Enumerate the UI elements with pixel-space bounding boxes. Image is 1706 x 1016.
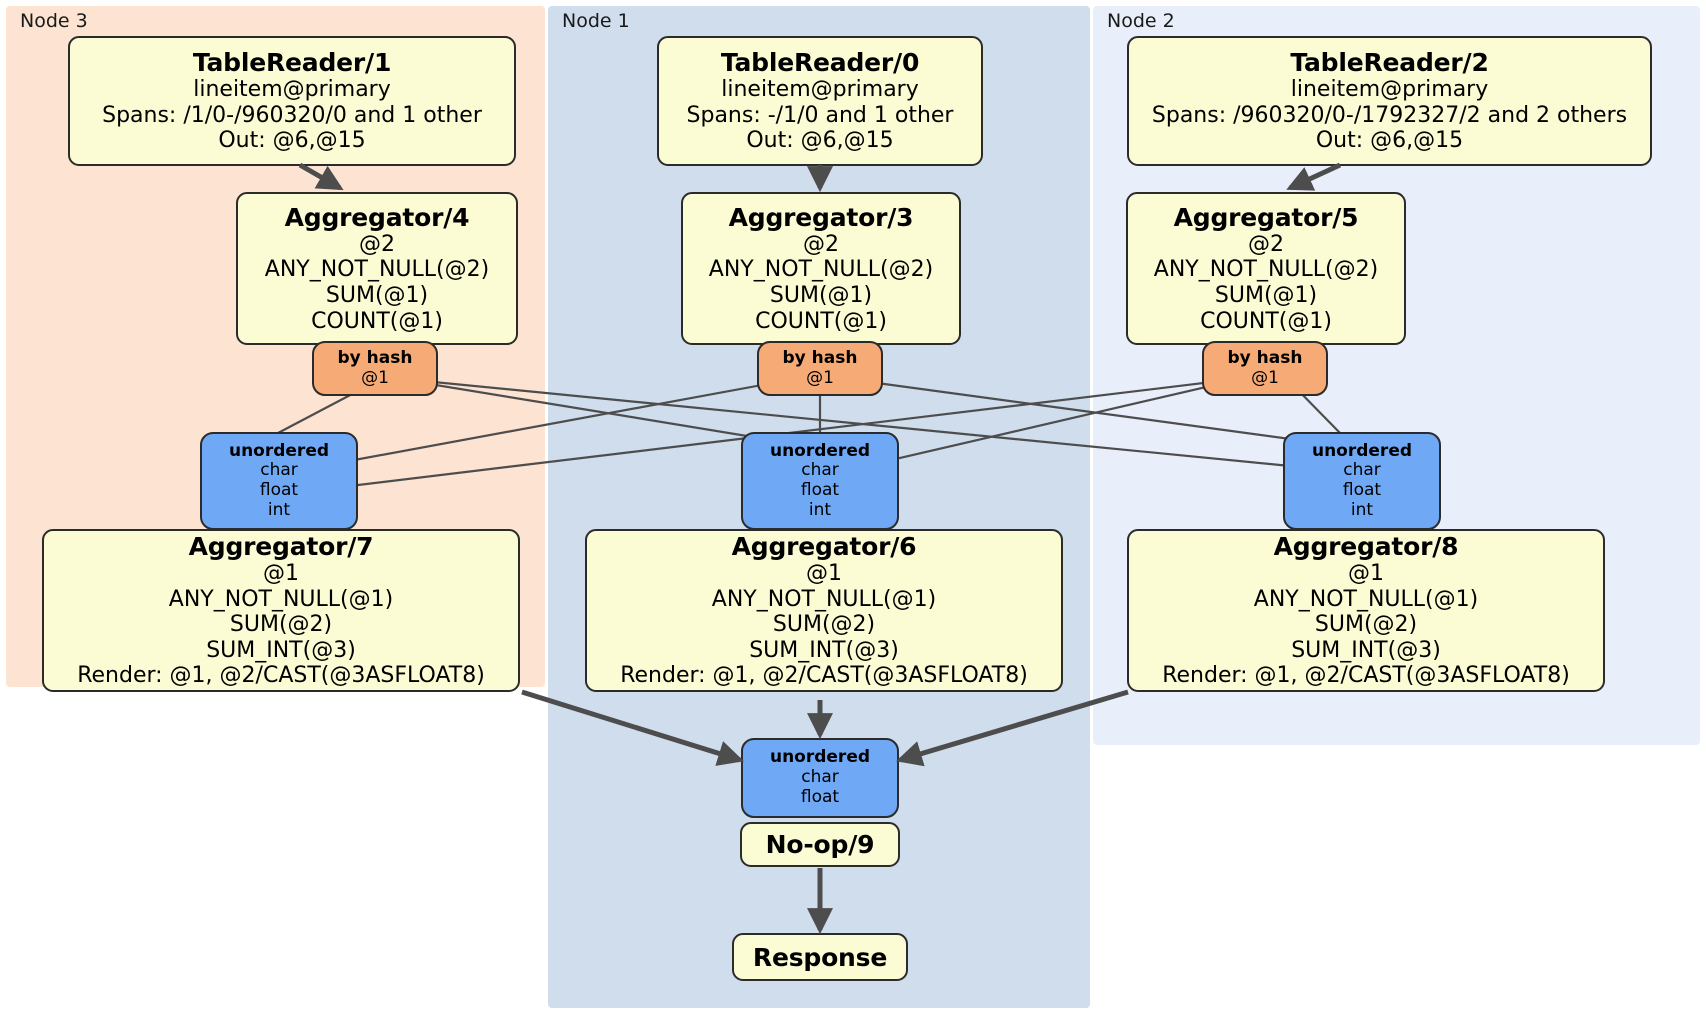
router-byhash-left[interactable]: by hash @1	[312, 341, 438, 396]
processor-title: TableReader/0	[720, 48, 920, 78]
synchronizer-line: char	[801, 767, 839, 788]
synchronizer-line: int	[808, 499, 832, 520]
synchronizer-unordered-left[interactable]: unordered char float int	[200, 432, 358, 530]
processor-title: Aggregator/6	[731, 532, 917, 562]
processor-line: Render: @1, @2/CAST(@3ASFLOAT8)	[620, 663, 1028, 689]
processor-title: Aggregator/3	[728, 202, 914, 232]
arrow-tablereader1-to-aggregator4	[298, 162, 344, 191]
processor-aggregator4[interactable]: Aggregator/4 @2 ANY_NOT_NULL(@2) SUM(@1)…	[236, 192, 518, 345]
processor-aggregator8[interactable]: Aggregator/8 @1 ANY_NOT_NULL(@1) SUM(@2)…	[1127, 529, 1605, 692]
processor-line: SUM(@2)	[1314, 612, 1418, 638]
processor-tablereader1[interactable]: TableReader/1 lineitem@primary Spans: /1…	[68, 36, 516, 166]
processor-line: lineitem@primary	[193, 77, 391, 103]
processor-aggregator3[interactable]: Aggregator/3 @2 ANY_NOT_NULL(@2) SUM(@1)…	[681, 192, 961, 345]
synchronizer-line: char	[801, 460, 839, 481]
processor-line: COUNT(@1)	[755, 308, 887, 334]
processor-aggregator7[interactable]: Aggregator/7 @1 ANY_NOT_NULL(@1) SUM(@2)…	[42, 529, 520, 692]
processor-line: SUM(@2)	[772, 612, 876, 638]
synchronizer-line: float	[1342, 480, 1382, 500]
processor-title: Aggregator/5	[1173, 202, 1359, 232]
processor-line: ANY_NOT_NULL(@1)	[1253, 586, 1479, 612]
processor-line: SUM_INT(@3)	[1291, 637, 1441, 663]
router-title: by hash	[1227, 347, 1303, 368]
router-title: by hash	[337, 347, 413, 368]
processor-line: lineitem@primary	[1290, 77, 1489, 103]
processor-line: @2	[1248, 231, 1284, 257]
processor-title: No-op/9	[765, 830, 875, 859]
synchronizer-line: float	[259, 480, 299, 500]
edge-byhash-left-to-unordered-mid	[392, 376, 791, 445]
synchronizer-title: unordered	[228, 440, 330, 461]
processor-line: SUM(@1)	[325, 283, 429, 308]
processor-line: @2	[359, 231, 395, 257]
synchronizer-title: unordered	[1311, 440, 1413, 461]
processor-tablereader2[interactable]: TableReader/2 lineitem@primary Spans: /9…	[1127, 36, 1652, 166]
processor-line: lineitem@primary	[721, 77, 919, 103]
processor-line: @1	[263, 561, 299, 587]
processor-line: Out: @6,@15	[218, 128, 366, 154]
processor-aggregator6[interactable]: Aggregator/6 @1 ANY_NOT_NULL(@1) SUM(@2)…	[585, 529, 1063, 692]
processor-line: @2	[803, 231, 839, 257]
synchronizer-title: unordered	[769, 440, 871, 461]
router-line: @1	[1251, 367, 1279, 388]
processor-line: ANY_NOT_NULL(@2)	[708, 257, 934, 283]
processor-line: SUM_INT(@3)	[206, 637, 356, 663]
processor-line: @1	[806, 561, 842, 587]
processor-line: SUM(@1)	[769, 283, 873, 308]
processor-title: Aggregator/7	[188, 532, 374, 562]
node-panel-label-node3: Node 3	[20, 10, 88, 32]
router-line: @1	[806, 367, 834, 388]
synchronizer-unordered-mid[interactable]: unordered char float int	[741, 432, 899, 530]
processor-aggregator5[interactable]: Aggregator/5 @2 ANY_NOT_NULL(@2) SUM(@1)…	[1126, 192, 1406, 345]
synchronizer-unordered-right[interactable]: unordered char float int	[1283, 432, 1441, 530]
processor-line: Render: @1, @2/CAST(@3ASFLOAT8)	[1162, 663, 1570, 689]
processor-tablereader0[interactable]: TableReader/0 lineitem@primary Spans: -/…	[657, 36, 983, 166]
processor-line: Out: @6,@15	[746, 128, 894, 154]
processor-noop9[interactable]: No-op/9	[740, 822, 900, 867]
synchronizer-line: float	[800, 786, 840, 807]
processor-line: @1	[1348, 561, 1384, 587]
synchronizer-line: int	[267, 499, 291, 520]
processor-line: ANY_NOT_NULL(@1)	[711, 586, 937, 612]
processor-line: ANY_NOT_NULL(@2)	[264, 257, 490, 283]
processor-line: COUNT(@1)	[311, 308, 443, 334]
processor-line: Spans: /1/0-/960320/0 and 1 other	[102, 102, 482, 128]
synchronizer-unordered-final[interactable]: unordered char float	[741, 738, 899, 818]
processor-title: TableReader/1	[192, 48, 392, 78]
router-byhash-mid[interactable]: by hash @1	[757, 341, 883, 396]
router-byhash-right[interactable]: by hash @1	[1202, 341, 1328, 396]
processor-line: ANY_NOT_NULL(@2)	[1153, 257, 1379, 283]
router-line: @1	[361, 367, 389, 388]
processor-line: Spans: -/1/0 and 1 other	[686, 102, 954, 128]
edge-byhash-mid-to-unordered-left	[299, 376, 801, 472]
processor-title: Response	[752, 942, 888, 972]
arrow-tablereader2-to-aggregator5	[1286, 162, 1342, 191]
edge-byhash-right-to-unordered-mid	[847, 376, 1246, 472]
synchronizer-line: char	[260, 460, 298, 481]
edge-byhash-left-to-unordered-right	[392, 376, 1291, 468]
processor-line: COUNT(@1)	[1200, 308, 1332, 334]
processor-line: Out: @6,@15	[1315, 128, 1464, 154]
synchronizer-line: char	[1343, 460, 1381, 481]
processor-title: Aggregator/4	[284, 202, 470, 232]
processor-line: ANY_NOT_NULL(@1)	[168, 586, 394, 612]
synchronizer-title: unordered	[769, 747, 871, 768]
processor-response[interactable]: Response	[732, 933, 908, 981]
processor-line: SUM(@1)	[1214, 283, 1318, 308]
arrow-aggregator8-to-unordered-final	[896, 689, 1129, 767]
synchronizer-line: float	[800, 480, 840, 500]
node-panel-label-node2: Node 2	[1107, 10, 1175, 32]
processor-title: Aggregator/8	[1273, 532, 1459, 562]
edge-byhash-mid-to-unordered-right	[839, 376, 1321, 445]
node-panel-label-node1: Node 1	[562, 10, 630, 32]
synchronizer-line: int	[1350, 499, 1374, 520]
processor-title: TableReader/2	[1290, 48, 1489, 78]
arrow-aggregator7-to-unordered-final	[521, 689, 744, 766]
router-title: by hash	[782, 347, 858, 368]
processor-line: SUM(@2)	[229, 612, 333, 638]
processor-line: Render: @1, @2/CAST(@3ASFLOAT8)	[77, 663, 485, 689]
processor-line: SUM_INT(@3)	[749, 637, 899, 663]
processor-line: Spans: /960320/0-/1792327/2 and 2 others	[1151, 102, 1628, 128]
